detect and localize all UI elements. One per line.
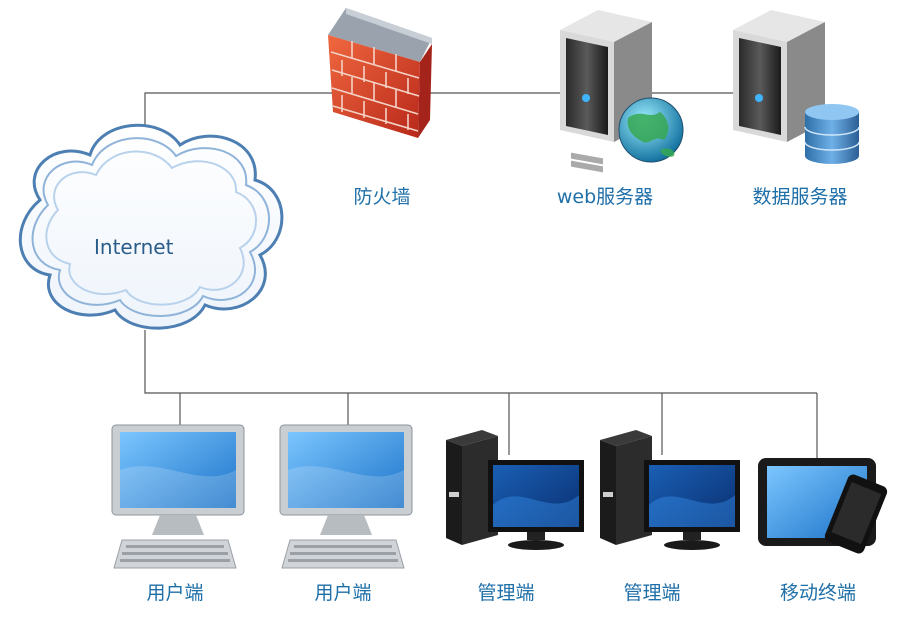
client-label-2: 用户端 — [314, 582, 372, 604]
internet-label: Internet — [94, 235, 174, 259]
bottom-trunk-line — [144, 330, 817, 394]
firewall-icon — [328, 8, 432, 138]
admin-terminal-1-icon — [446, 430, 584, 550]
web-server-label: web服务器 — [556, 186, 654, 208]
admin-terminal-2-icon — [600, 430, 740, 550]
internet-cloud-icon — [18, 123, 284, 330]
client-label-3: 管理端 — [477, 582, 535, 604]
client-label-1: 用户端 — [146, 582, 204, 604]
mobile-terminal-icon — [758, 458, 888, 554]
user-terminal-2-icon — [279, 424, 413, 569]
database-server-label: 数据服务器 — [752, 186, 848, 208]
client-label-5: 移动终端 — [779, 582, 856, 604]
database-server-icon — [733, 10, 860, 164]
firewall-label: 防火墙 — [353, 186, 411, 208]
client-label-4: 管理端 — [623, 582, 681, 604]
web-server-icon — [560, 10, 684, 173]
user-terminal-1-icon — [111, 424, 245, 569]
